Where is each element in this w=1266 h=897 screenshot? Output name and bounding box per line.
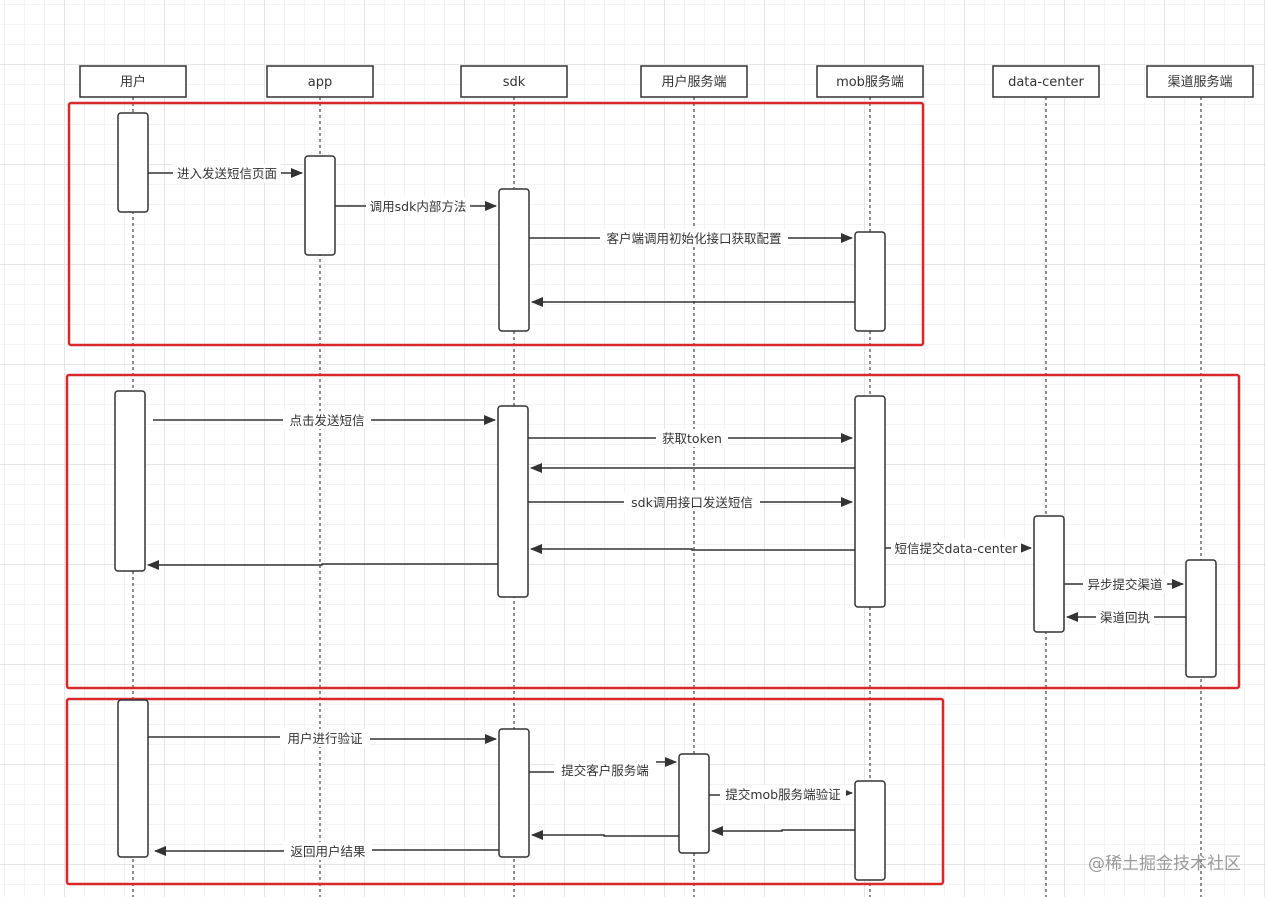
message-m18[interactable] bbox=[531, 830, 679, 840]
message-label: 渠道回执 bbox=[1100, 610, 1151, 625]
activation-user-3[interactable] bbox=[117, 699, 149, 858]
message-label: 提交mob服务端验证 bbox=[725, 787, 841, 802]
message-label: sdk调用接口发送短信 bbox=[631, 495, 753, 510]
message-label: 用户进行验证 bbox=[287, 731, 363, 746]
message-label: 客户端调用初始化接口获取配置 bbox=[606, 231, 781, 246]
group-frames bbox=[65, 101, 1241, 886]
message-m10[interactable] bbox=[147, 560, 498, 570]
activation-mob-server-2[interactable] bbox=[854, 395, 886, 608]
participant-label-channel-server: 渠道服务端 bbox=[1167, 74, 1232, 90]
message-label: 返回用户结果 bbox=[290, 844, 366, 859]
message-m6[interactable]: 获取token bbox=[528, 429, 853, 447]
participant-box-channel-server[interactable] bbox=[1146, 65, 1254, 98]
message-m15[interactable]: 提交客户服务端 bbox=[529, 757, 677, 779]
message-m11[interactable]: 短信提交data-center bbox=[885, 539, 1032, 557]
message-m3[interactable]: 客户端调用初始化接口获取配置 bbox=[529, 229, 853, 247]
message-label: 点击发送短信 bbox=[289, 413, 364, 428]
participant-label-data-center: data-center bbox=[1008, 75, 1084, 90]
activation-sdk-2[interactable] bbox=[497, 405, 529, 598]
message-m19[interactable]: 返回用户结果 bbox=[154, 842, 499, 860]
message-m16[interactable]: 提交mob服务端验证 bbox=[709, 785, 853, 803]
participant-label-user: 用户 bbox=[120, 74, 146, 90]
activation-sdk-1[interactable] bbox=[498, 188, 530, 332]
group-frame-verify bbox=[65, 697, 945, 886]
message-m14[interactable]: 用户进行验证 bbox=[148, 729, 497, 747]
message-m13[interactable]: 渠道回执 bbox=[1066, 608, 1186, 626]
message-label: 提交客户服务端 bbox=[561, 763, 649, 778]
activation-sdk-3[interactable] bbox=[498, 728, 530, 858]
watermark: @稀土掘金技术社区 bbox=[1088, 854, 1241, 874]
activation-mob-server-1[interactable] bbox=[854, 231, 886, 332]
message-m12[interactable]: 异步提交渠道 bbox=[1064, 575, 1184, 593]
activation-user-2[interactable] bbox=[114, 390, 146, 572]
participant-label-app: app bbox=[308, 75, 332, 90]
group-frame-send-sms bbox=[65, 373, 1241, 690]
message-m5[interactable]: 点击发送短信 bbox=[153, 411, 496, 429]
participant-box-data-center[interactable] bbox=[992, 65, 1100, 98]
participant-label-user-server: 用户服务端 bbox=[661, 74, 726, 90]
message-m9[interactable] bbox=[530, 544, 855, 554]
activation-user-server-1[interactable] bbox=[678, 753, 710, 854]
participant-box-user-server[interactable] bbox=[640, 65, 748, 98]
message-label: 异步提交渠道 bbox=[1087, 577, 1163, 592]
message-m2[interactable]: 调用sdk内部方法 bbox=[335, 197, 497, 215]
participant-box-user[interactable] bbox=[79, 65, 187, 98]
participant-label-sdk: sdk bbox=[503, 75, 526, 90]
message-label: 调用sdk内部方法 bbox=[370, 199, 467, 214]
message-label: 进入发送短信页面 bbox=[177, 166, 277, 181]
participant-box-mob-server[interactable] bbox=[816, 65, 924, 98]
participant-box-sdk[interactable] bbox=[460, 65, 568, 98]
message-m1[interactable]: 进入发送短信页面 bbox=[148, 164, 303, 182]
message-m8[interactable]: sdk调用接口发送短信 bbox=[528, 493, 853, 511]
participant-box-app[interactable] bbox=[266, 65, 374, 98]
activation-channel-server-1[interactable] bbox=[1185, 559, 1217, 678]
messages: 进入发送短信页面 调用sdk内部方法 客户端调用初始化接口获取配置 点击发送短信… bbox=[147, 164, 1186, 860]
message-label: 获取token bbox=[662, 431, 722, 446]
message-label: 短信提交data-center bbox=[895, 541, 1019, 556]
activation-app-1[interactable] bbox=[304, 155, 336, 256]
group-frame-init bbox=[67, 101, 925, 347]
activation-mob-server-3[interactable] bbox=[854, 780, 886, 881]
participant-label-mob-server: mob服务端 bbox=[836, 74, 904, 90]
activation-bars bbox=[114, 112, 1217, 881]
activation-user-1[interactable] bbox=[117, 112, 149, 213]
message-m17[interactable] bbox=[711, 826, 855, 836]
activation-data-center-1[interactable] bbox=[1033, 515, 1065, 633]
participant-header: 用户 app sdk 用户服务端 mob服务端 data-center 渠道服务… bbox=[79, 65, 1254, 98]
